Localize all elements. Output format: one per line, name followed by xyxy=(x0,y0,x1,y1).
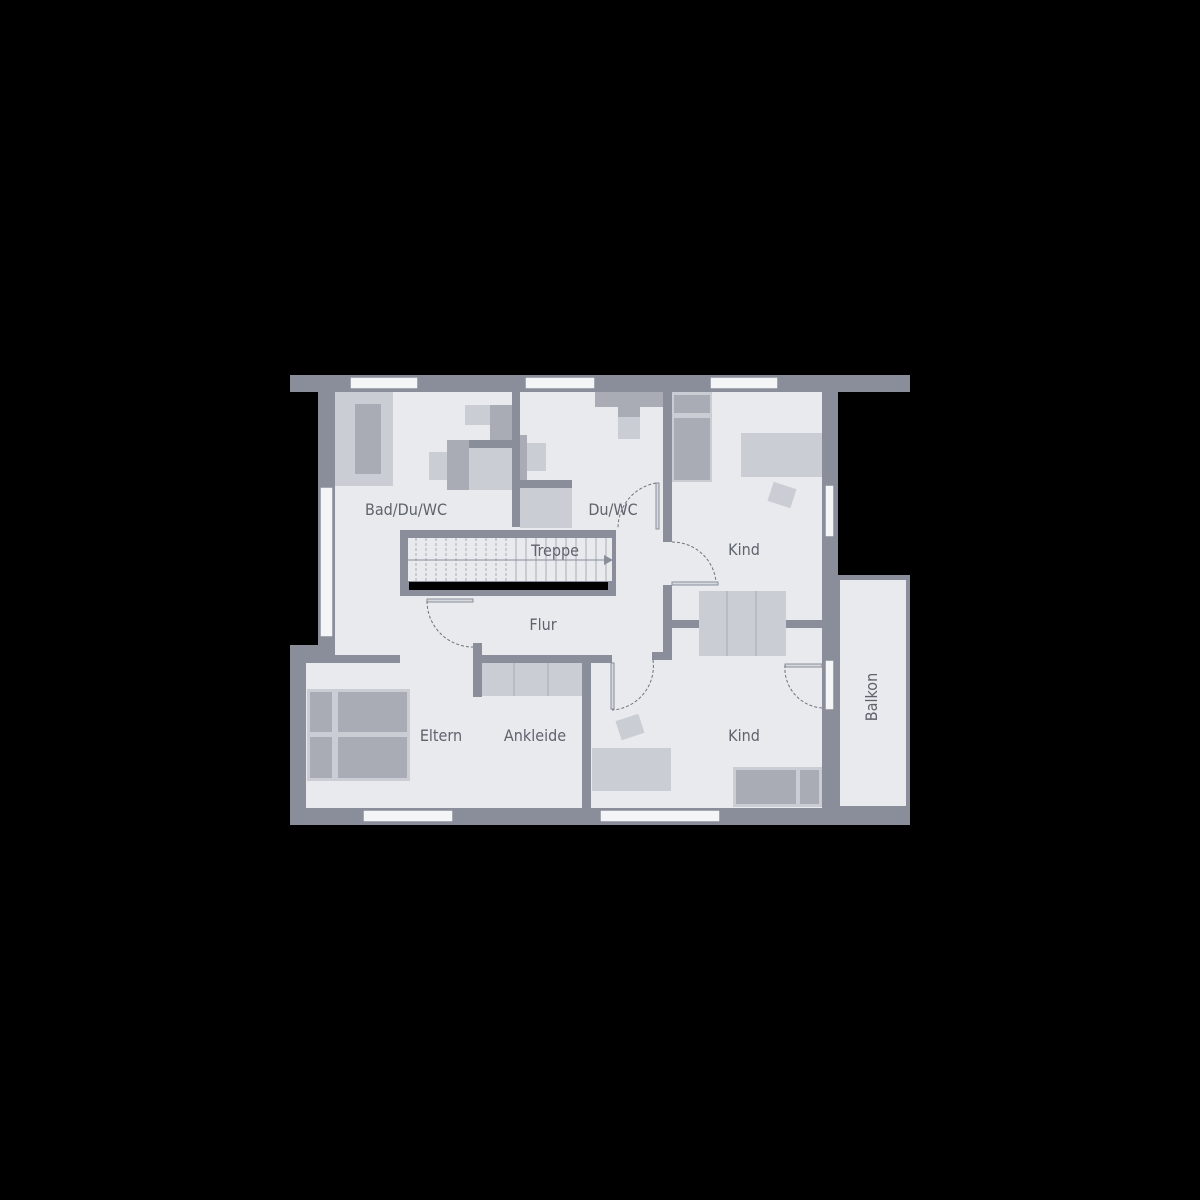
label-flur: Flur xyxy=(529,615,556,634)
room-labels: Bad/Du/WC Du/WC Treppe Flur Kind Kind El… xyxy=(365,500,881,745)
label-balkon: Balkon xyxy=(862,673,881,721)
label-bad: Bad/Du/WC xyxy=(365,500,447,519)
label-kind-bottom: Kind xyxy=(728,726,760,745)
label-duwc: Du/WC xyxy=(588,500,637,519)
label-eltern: Eltern xyxy=(420,726,462,745)
windows xyxy=(319,376,835,823)
balcony-floor xyxy=(840,580,906,806)
stair-arrow-icon xyxy=(604,555,613,565)
label-kind-top: Kind xyxy=(728,540,760,559)
doors xyxy=(426,482,823,711)
label-ankleide: Ankleide xyxy=(504,726,566,745)
furniture xyxy=(307,392,822,807)
staircase xyxy=(400,530,616,596)
label-treppe: Treppe xyxy=(530,541,579,560)
floors xyxy=(306,392,906,808)
